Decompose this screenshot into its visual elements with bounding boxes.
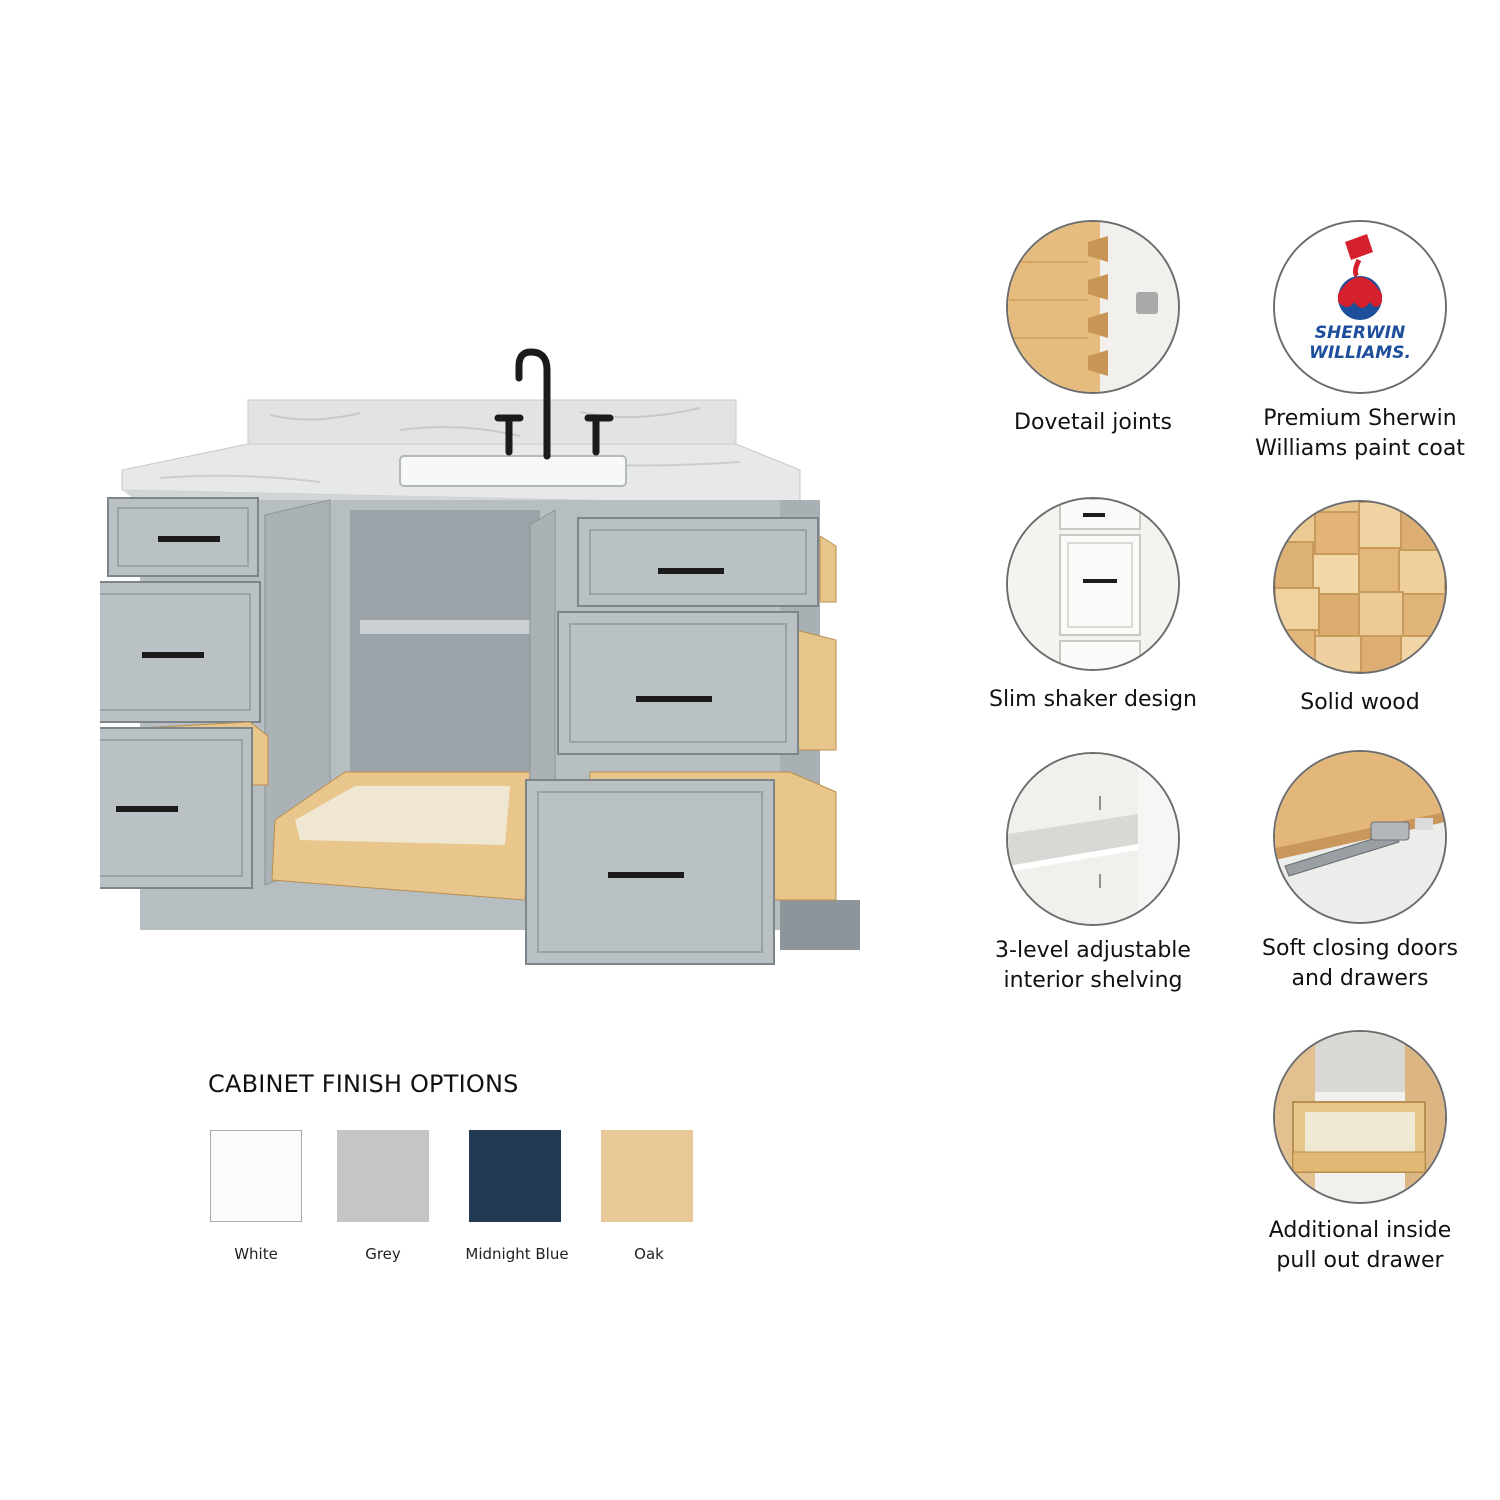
finish-label-grey: Grey (365, 1245, 401, 1263)
finish-options-heading: CABINET FINISH OPTIONS (208, 1070, 519, 1098)
feature-soft-closing: Soft closing doors and drawers (1230, 750, 1490, 994)
finish-label-oak: Oak (634, 1245, 664, 1263)
right-drawer-1 (577, 517, 819, 607)
feature-adjustable-shelving: 3-level adjustable interior shelving (963, 752, 1223, 996)
feature-label: Premium Sherwin Williams paint coat (1255, 406, 1465, 461)
feature-solid-wood: Solid wood (1230, 500, 1490, 718)
feature-label: Additional inside pull out drawer (1268, 1218, 1452, 1273)
drawer-slide-icon (1273, 750, 1447, 924)
vanity-illustration (100, 348, 860, 965)
finish-swatch-grey[interactable] (337, 1130, 429, 1222)
svg-text:SHERWIN: SHERWIN (1315, 323, 1405, 343)
feature-label: 3-level adjustable interior shelving (995, 938, 1191, 993)
dovetail-joint-icon (1006, 220, 1180, 394)
feature-pull-out-drawer: Additional inside pull out drawer (1230, 1030, 1490, 1276)
finish-label-white: White (234, 1245, 278, 1263)
feature-slim-shaker-design: Slim shaker design (963, 497, 1223, 715)
svg-text:WILLIAMS.: WILLIAMS. (1309, 343, 1411, 363)
left-drawer-3 (100, 727, 253, 889)
finish-swatch-oak[interactable] (601, 1130, 693, 1222)
finish-label-midnight-blue: Midnight Blue (465, 1245, 569, 1263)
finish-swatch-white[interactable] (210, 1130, 302, 1222)
feature-sherwin-williams: SHERWIN WILLIAMS. Premium Sherwin Willia… (1230, 220, 1490, 464)
finish-swatch-midnight-blue[interactable] (469, 1130, 561, 1222)
feature-label: Slim shaker design (988, 687, 1197, 712)
right-drawer-3 (525, 779, 775, 965)
shelf-icon (1006, 752, 1180, 926)
sink (399, 455, 627, 487)
pull-out-drawer-icon (1273, 1030, 1447, 1204)
right-drawer-2 (557, 611, 799, 755)
feature-dovetail-joints: Dovetail joints (963, 220, 1223, 438)
left-drawer-2 (100, 581, 261, 723)
backsplash (247, 399, 737, 453)
feature-label: Solid wood (1300, 690, 1420, 715)
left-drawer-1 (107, 497, 259, 577)
faucet (494, 348, 614, 460)
sherwin-williams-logo: SHERWIN WILLIAMS. (1273, 220, 1447, 394)
shaker-drawer-icon (1006, 497, 1180, 671)
feature-label: Soft closing doors and drawers (1262, 936, 1458, 991)
wood-blocks-icon (1273, 500, 1447, 674)
feature-label: Dovetail joints (1014, 410, 1172, 435)
